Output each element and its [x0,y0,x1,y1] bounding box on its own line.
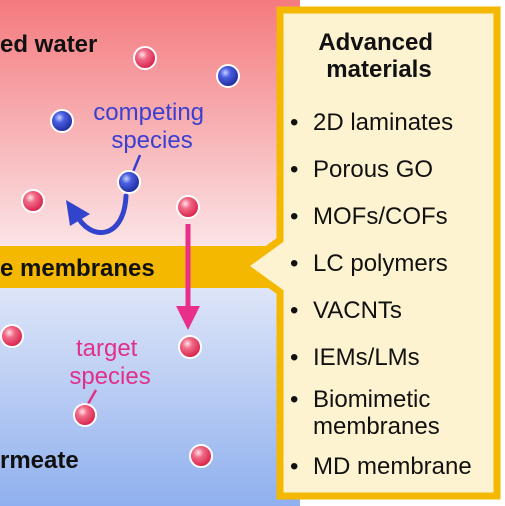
bullet: • [290,250,298,277]
bullet: • [290,156,298,183]
biomimetic-line-1: Biomimetic [313,386,430,413]
list-item-iems-lms: IEMs/LMs [313,344,420,371]
biomimetic-line-2: membranes [313,413,440,440]
target-species-label: target species [69,335,150,390]
bullet: • [290,386,298,413]
list-item-lc-polymers: LC polymers [313,250,448,277]
feed-zone [0,0,300,250]
target-species-particle [0,324,24,348]
target-species-particle [133,46,157,70]
target-species-particle [189,444,213,468]
target-species-particle [176,195,200,219]
rejection-arrow [73,193,129,235]
rejection-arrowhead [66,200,90,226]
list-item-vacnts: VACNTs [313,297,402,324]
permeation-arrowhead [176,306,200,330]
bullet: • [290,453,298,480]
list-item-2d-laminates: 2D laminates [313,109,453,136]
target-line-1: target [76,335,138,362]
competing-line-1: competing [93,99,204,126]
target-species-particle [178,335,202,359]
bullet: • [290,344,298,371]
list-item-md-membrane: MD membrane [313,453,472,480]
competing-pointer-line [131,154,142,173]
panel-title: Advanced materials [318,29,439,83]
list-item-biomimetic-membranes: Biomimetic membranes [313,386,440,440]
target-line-2: species [69,363,150,390]
competing-line-2: species [111,127,192,154]
competing-species-particle [50,109,74,133]
target-species-particle [73,403,97,427]
permeate-zone [0,286,300,506]
list-item-mofs-cofs: MOFs/COFs [313,203,448,230]
materials-list: • 2D laminates • Porous GO • MOFs/COFs •… [290,109,472,480]
bullet: • [290,297,298,324]
bullet: • [290,203,298,230]
advanced-materials-panel [238,6,501,500]
feed-water-label: ed water [0,31,97,58]
target-species-particle [21,189,45,213]
membranes-label: e membranes [0,255,155,282]
panel-title-line-1: Advanced [318,29,433,56]
permeate-label: rmeate [0,447,79,474]
target-pointer-line [86,389,98,405]
panel-title-line-2: materials [326,56,431,83]
bullet: • [290,109,298,136]
competing-species-label: competing species [93,99,210,154]
competing-species-particle [117,170,141,194]
list-item-porous-go: Porous GO [313,156,433,183]
competing-species-particle [216,64,240,88]
